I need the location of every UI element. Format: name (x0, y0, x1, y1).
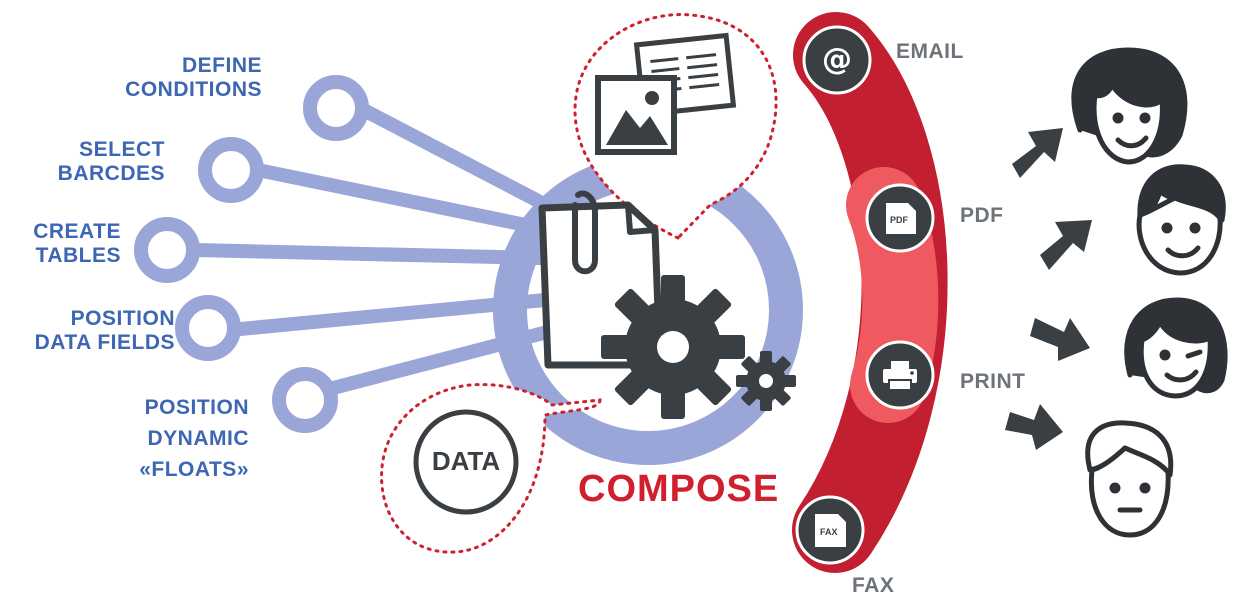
channel-label-email: EMAIL (896, 40, 964, 63)
config-item-line: POSITION (70, 307, 175, 330)
config-item-line: POSITION (144, 396, 249, 419)
printer-icon (883, 361, 917, 391)
arrow-to-recipient-2 (1040, 220, 1092, 270)
image-card-icon (595, 75, 677, 155)
at-sign-icon: @ (822, 42, 852, 77)
gear-large-icon (601, 275, 745, 419)
connector-line-select (251, 163, 557, 237)
arrow-to-recipient-4 (1005, 404, 1063, 450)
channel-label-print: PRINT (960, 370, 1026, 393)
connector-line-create (188, 243, 547, 265)
config-item-line: TABLES (35, 244, 121, 267)
config-item-line: DEFINE (181, 54, 262, 77)
config-item-select-barcodes: SELECT BARCDES (58, 138, 165, 186)
config-item-position-dynamic-floats: POSITION DYNAMIC «FLOATS» (139, 392, 249, 485)
connector-ring-position (175, 295, 241, 361)
config-item-line: DATA FIELDS (34, 331, 175, 354)
arrow-to-recipient-3 (1030, 318, 1090, 361)
config-item-line: CREATE (33, 220, 121, 243)
connector-line-define (353, 101, 572, 222)
fax-badge-text: FAX (818, 525, 840, 539)
config-item-line: BARCDES (57, 162, 165, 185)
man-face-icon (1136, 164, 1226, 276)
young-man-face-icon (1085, 420, 1174, 538)
data-icon (413, 409, 519, 515)
gear-small-icon (736, 351, 796, 411)
email-channel-badge[interactable] (802, 25, 872, 95)
channel-label-pdf: PDF (960, 204, 1004, 227)
connector-ring-select (198, 137, 264, 203)
config-item-line: SELECT (79, 138, 165, 161)
connector-line-position (223, 293, 552, 337)
config-item-line: CONDITIONS (125, 78, 262, 101)
connector-ring-define (303, 75, 369, 141)
config-item-position-data-fields: POSITION DATA FIELDS (35, 307, 175, 355)
pdf-badge-text: PDF (888, 213, 910, 227)
connector-ring-create (134, 217, 200, 283)
config-item-create-tables: CREATE TABLES (33, 220, 121, 268)
woman-face-icon (1071, 47, 1188, 165)
winking-woman-face-icon (1124, 297, 1228, 399)
config-item-line: DYNAMIC (147, 427, 249, 450)
config-item-line: «FLOATS» (139, 458, 249, 481)
data-label: DATA (431, 446, 501, 476)
config-item-define-conditions: DEFINE CONDITIONS (125, 54, 262, 102)
channel-label-fax: FAX (852, 574, 895, 597)
connector-ring-floats (272, 367, 338, 433)
compose-label: COMPOSE (578, 468, 780, 510)
arrow-to-recipient-1 (1012, 128, 1063, 178)
